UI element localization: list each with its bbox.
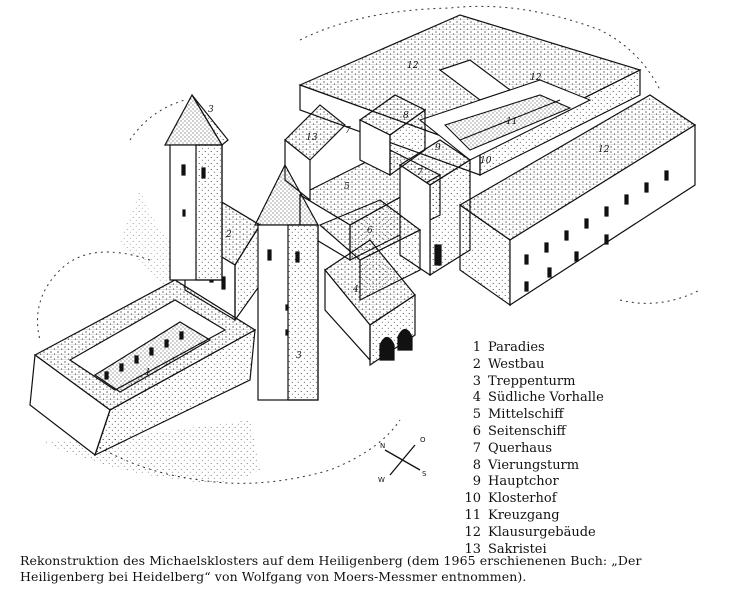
label-3b: 3	[296, 351, 302, 361]
legend-label: Sakristei	[488, 541, 547, 557]
terrain-outline	[37, 5, 701, 484]
legend-item: 12 Klausurgebäude	[462, 525, 722, 542]
label-8: 8	[403, 111, 409, 121]
legend-item: 13 Sakristei	[462, 542, 722, 559]
label-13: 13	[306, 133, 318, 143]
compass-o: O	[420, 436, 426, 444]
legend-label: Querhaus	[488, 440, 553, 456]
legend-item: 4 Südliche Vorhalle	[462, 390, 722, 407]
caption-line-1: Rekonstruktion des Michaelsklosters auf …	[20, 553, 642, 568]
label-12c: 12	[598, 145, 610, 155]
legend-item: 7 Querhaus	[462, 441, 722, 458]
label-10: 10	[480, 156, 492, 166]
legend-number: 9	[472, 474, 481, 490]
label-7b: 7	[417, 168, 423, 178]
legend-label: Hauptchor	[488, 474, 559, 490]
legend-number: 10	[464, 491, 481, 507]
legend-number: 4	[472, 390, 481, 406]
label-5: 5	[344, 182, 350, 192]
legend-number: 8	[472, 457, 481, 473]
compass-w: W	[378, 476, 385, 484]
legend-item: 5 Mittelschiff	[462, 407, 722, 424]
legend-label: Mittelschiff	[488, 407, 564, 423]
legend-label: Kreuzgang	[488, 507, 560, 523]
label-12a: 12	[407, 61, 419, 71]
compass-rose: N O S W	[378, 436, 427, 484]
legend-number: 12	[464, 524, 481, 540]
compass-s: S	[422, 470, 427, 478]
legend-label: Treppenturm	[488, 373, 576, 389]
crossing-tower	[358, 94, 427, 177]
building-numbers: 1 2 3 3 4 5 6 7 7 8 9 10 11 12 12 12 13	[145, 61, 610, 378]
stair-tower-north	[163, 93, 229, 281]
label-7a: 7	[345, 126, 351, 136]
legend-item: 6 Seitenschiff	[462, 424, 722, 441]
legend-item: 10 Klosterhof	[462, 491, 722, 508]
label-1: 1	[145, 368, 151, 378]
label-4: 4	[352, 285, 359, 295]
legend-number: 13	[464, 541, 481, 557]
legend-item: 1 Paradies	[462, 340, 722, 357]
legend-number: 1	[472, 340, 481, 355]
klausurgebaeude-east	[458, 94, 697, 307]
stair-tower-south	[254, 163, 320, 401]
paradies-atrium	[29, 279, 257, 457]
legend-number: 5	[472, 407, 481, 423]
legend-item: 11 Kreuzgang	[462, 508, 722, 525]
label-9: 9	[435, 143, 441, 153]
monastery-reconstruction-drawing: N O S W 1 2 3 3 4 5 6 7 7 8 9 10 11 12 1…	[29, 5, 701, 484]
legend: 1 Paradies 2 Westbau 3 Treppenturm 4 Südlich…	[462, 340, 722, 558]
label-12b: 12	[530, 73, 542, 83]
legend-label: Vierungsturm	[488, 457, 580, 473]
compass-n: N	[380, 442, 385, 450]
legend-label: Paradies	[488, 340, 545, 355]
legend-number: 11	[464, 507, 481, 523]
legend-item: 8 Vierungsturm	[462, 458, 722, 475]
cloister	[418, 79, 592, 161]
legend-number: 3	[472, 373, 481, 389]
legend-label: Westbau	[488, 356, 545, 372]
label-6: 6	[367, 226, 373, 236]
label-11: 11	[506, 117, 517, 127]
label-3a: 3	[208, 105, 214, 115]
legend-number: 2	[472, 356, 481, 372]
legend-label: Klosterhof	[488, 491, 557, 507]
legend-item: 9 Hauptchor	[462, 474, 722, 491]
south-porch	[324, 239, 416, 367]
legend-number: 6	[472, 423, 481, 439]
caption-line-2: Heiligenberg bei Heidelberg“ von Wolfgan…	[20, 569, 527, 584]
legend-item: 2 Westbau	[462, 357, 722, 374]
figure-caption: Rekonstruktion des Michaelsklosters auf …	[20, 553, 720, 585]
legend-label: Seitenschiff	[488, 423, 566, 439]
label-2: 2	[225, 230, 232, 240]
legend-number: 7	[472, 440, 481, 456]
legend-label: Südliche Vorhalle	[488, 390, 604, 406]
legend-item: 3 Treppenturm	[462, 374, 722, 391]
legend-label: Klausurgebäude	[488, 524, 596, 540]
